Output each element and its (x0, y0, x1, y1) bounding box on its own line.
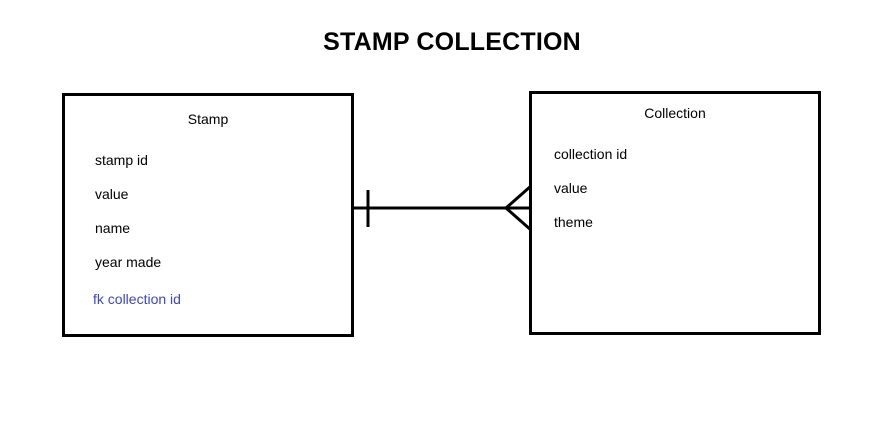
many-cardinality-mark (505, 206, 532, 232)
attribute: name (95, 220, 131, 236)
entity-collection[interactable]: Collection collection id value theme (529, 91, 821, 335)
diagram-title: STAMP COLLECTION (323, 28, 581, 56)
entity-stamp[interactable]: Stamp stamp id value name year made fk c… (62, 93, 354, 337)
attribute: stamp id (95, 152, 148, 168)
attribute: collection id (554, 146, 628, 162)
many-cardinality-mark (505, 184, 532, 210)
attribute: year made (95, 254, 162, 270)
foreign-key-attribute: fk collection id (93, 291, 181, 307)
attribute: value (554, 180, 588, 196)
attribute: theme (554, 214, 593, 230)
entity-name: Collection (644, 105, 706, 121)
entity-name: Stamp (187, 111, 229, 127)
attribute: value (95, 186, 129, 202)
